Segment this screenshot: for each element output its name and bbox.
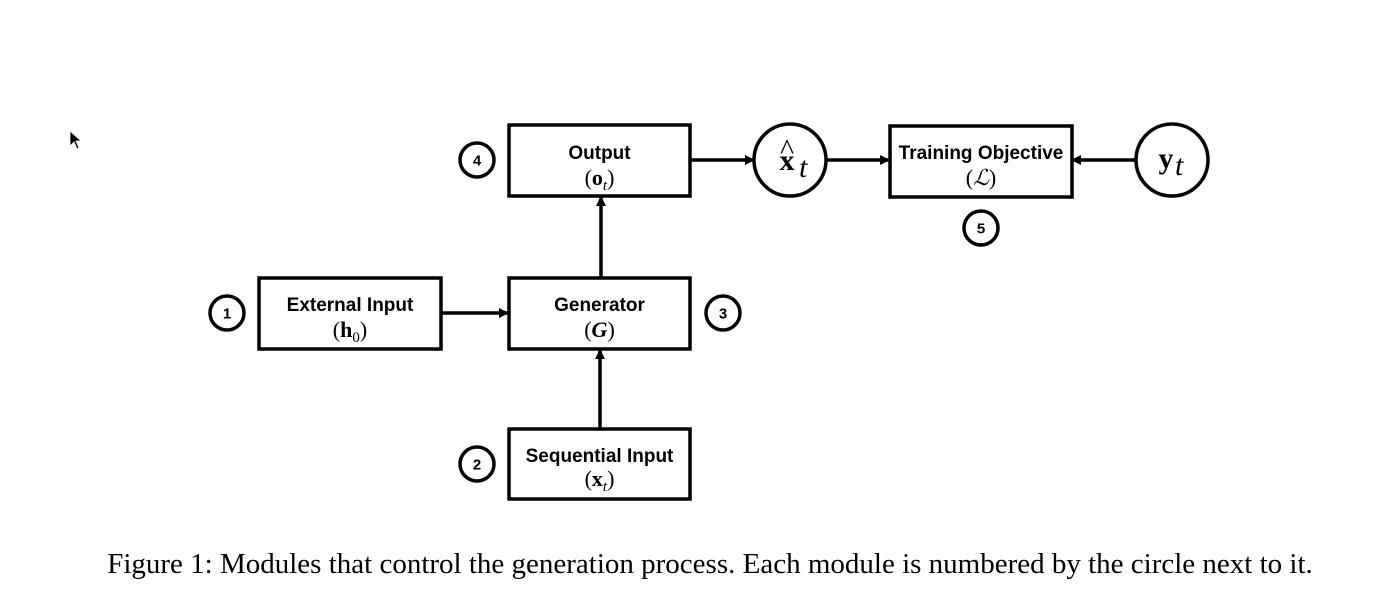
x-hat-base: x: [780, 144, 795, 177]
external-input-title: External Input: [287, 295, 414, 316]
x-hat-subscript: t: [799, 151, 808, 184]
sequential-input-math: (xt): [585, 466, 615, 495]
number-badge-3: 3: [704, 294, 742, 332]
training-objective-math: (ℒ): [966, 165, 997, 190]
number-badge-5: 5: [962, 209, 1000, 247]
x-hat-node: x ^ t: [752, 122, 828, 198]
output-title: Output: [568, 143, 631, 164]
training-objective-title: Training Objective: [899, 143, 1064, 164]
y-subscript: t: [1175, 149, 1184, 182]
sequential-input-title: Sequential Input: [526, 446, 674, 467]
output-math: (ot): [585, 165, 615, 194]
external-input-module: External Input (h0): [257, 276, 443, 351]
sequential-input-module: Sequential Input (xt): [507, 427, 692, 501]
figure-caption: Figure 1: Modules that control the gener…: [107, 548, 1313, 580]
number-badge-1: 1: [208, 294, 246, 332]
training-objective-module: Training Objective (ℒ): [888, 124, 1074, 199]
number-badge-4: 4: [458, 141, 496, 179]
number-badge-2: 2: [458, 445, 496, 483]
number-4-label: 4: [473, 153, 482, 170]
number-5-label: 5: [977, 221, 985, 238]
generator-module: Generator (G): [507, 276, 692, 351]
edges: [441, 155, 1136, 429]
number-1-label: 1: [223, 306, 231, 323]
number-3-label: 3: [719, 306, 727, 323]
generator-title: Generator: [554, 295, 645, 316]
external-input-math: (h0): [333, 317, 367, 346]
generator-math: (G): [584, 317, 615, 342]
number-2-label: 2: [473, 457, 481, 474]
mouse-cursor-icon: [69, 130, 83, 150]
y-node: y t: [1134, 122, 1210, 198]
x-hat-accent: ^: [780, 133, 794, 166]
y-base: y: [1159, 142, 1174, 175]
output-module: Output (ot): [507, 123, 692, 198]
